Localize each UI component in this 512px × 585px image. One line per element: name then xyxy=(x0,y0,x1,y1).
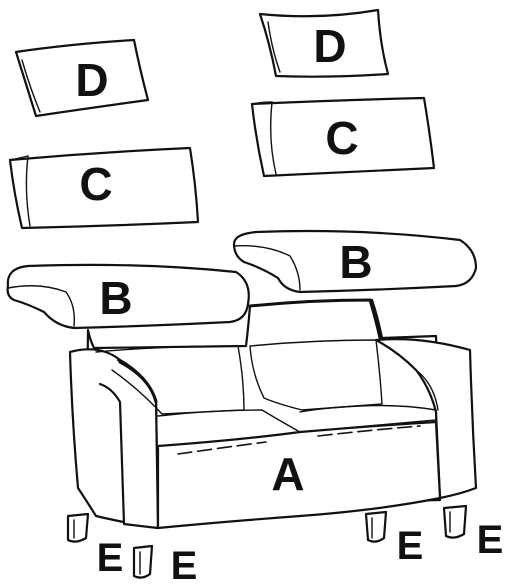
leg-1: E xyxy=(68,514,123,580)
throw-pillow-left: D xyxy=(16,40,148,116)
leg-2: E xyxy=(134,544,197,585)
label-b-left: B xyxy=(99,272,132,324)
sofa-frame: A xyxy=(70,300,476,528)
leg-3: E xyxy=(366,512,423,568)
label-d-right: D xyxy=(313,20,346,72)
back-cushion-right: C xyxy=(252,98,434,176)
label-d-left: D xyxy=(75,54,108,106)
label-c-right: C xyxy=(325,112,358,164)
label-c-left: C xyxy=(79,158,112,210)
label-a: A xyxy=(271,448,304,500)
back-cushion-left: C xyxy=(10,148,198,228)
label-e-4: E xyxy=(477,518,504,562)
throw-pillow-right: D xyxy=(260,10,388,77)
label-b-right: B xyxy=(339,236,372,288)
label-e-2: E xyxy=(171,544,198,585)
label-e-3: E xyxy=(397,524,424,568)
seat-cushion-right: B xyxy=(234,231,476,292)
leg-4: E xyxy=(444,506,503,562)
label-e-1: E xyxy=(97,536,124,580)
seat-cushion-left: B xyxy=(8,265,249,328)
